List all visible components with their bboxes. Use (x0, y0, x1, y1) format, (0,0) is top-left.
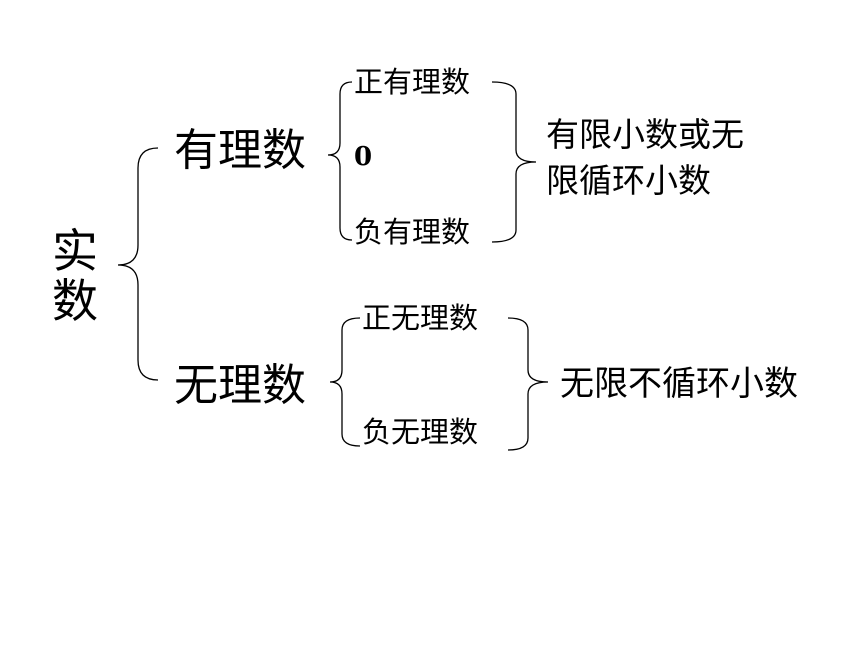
zero-item: 0 (354, 142, 373, 172)
root-label-char2: 数 (52, 274, 98, 328)
rational-right-brace (491, 81, 537, 243)
positive-irrational-item: 正无理数 (362, 301, 479, 335)
root-label-char1: 实 (52, 224, 98, 278)
rational-label: 有理数 (174, 125, 306, 176)
irrational-right-brace (507, 317, 549, 451)
root-brace (117, 147, 159, 381)
negative-irrational-item: 负无理数 (362, 415, 479, 449)
irrational-description: 无限不循环小数 (560, 364, 798, 404)
irrational-label: 无理数 (174, 360, 306, 411)
positive-rational-item: 正有理数 (354, 65, 471, 99)
rational-description-line1: 有限小数或无 (546, 115, 744, 154)
negative-rational-item: 负有理数 (354, 215, 471, 249)
rational-description-line2: 限循环小数 (546, 161, 711, 200)
irrational-left-brace (329, 317, 361, 447)
rational-left-brace (327, 81, 353, 241)
